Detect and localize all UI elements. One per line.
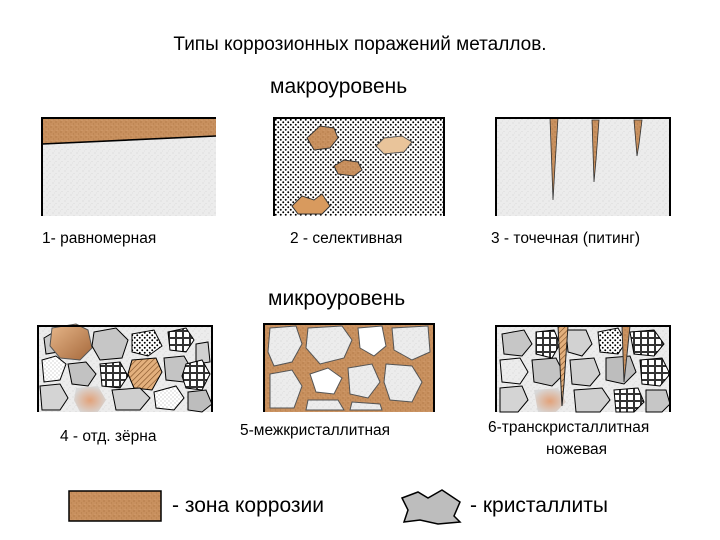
uniform-corrosion-panel: [40, 116, 220, 220]
caption-pitting: 3 - точечная (питинг): [491, 230, 640, 248]
transcrystalline-corrosion-panel: [494, 324, 674, 416]
pitting-corrosion-panel: [494, 116, 674, 220]
caption-intercrystalline: 5-межкристаллитная: [240, 422, 390, 440]
caption-selective: 2 - селективная: [290, 230, 402, 248]
micro-level-label: микроуровень: [268, 287, 405, 311]
macro-level-label: макроуровень: [270, 75, 407, 99]
caption-transcrystalline: 6-транскристаллитная: [488, 419, 649, 437]
caption-grains: 4 - отд. зёрна: [60, 428, 156, 446]
legend-crystallite-swatch: [398, 488, 464, 526]
caption-uniform: 1- равномерная: [42, 230, 156, 248]
page-title: Типы коррозионных поражений металлов.: [0, 34, 720, 56]
legend-corrosion-label: - зона коррозии: [172, 494, 324, 518]
caption-transcrystalline-knife: ножевая: [546, 441, 607, 459]
intercrystalline-corrosion-panel: [262, 322, 438, 416]
grain-corrosion-panel: [36, 324, 216, 416]
legend-crystallites-label: - кристаллиты: [470, 494, 608, 518]
metal-block: [496, 118, 670, 216]
legend-corrosion-swatch: [68, 490, 162, 522]
crystallite: [306, 400, 344, 410]
selective-corrosion-panel: [272, 116, 448, 220]
